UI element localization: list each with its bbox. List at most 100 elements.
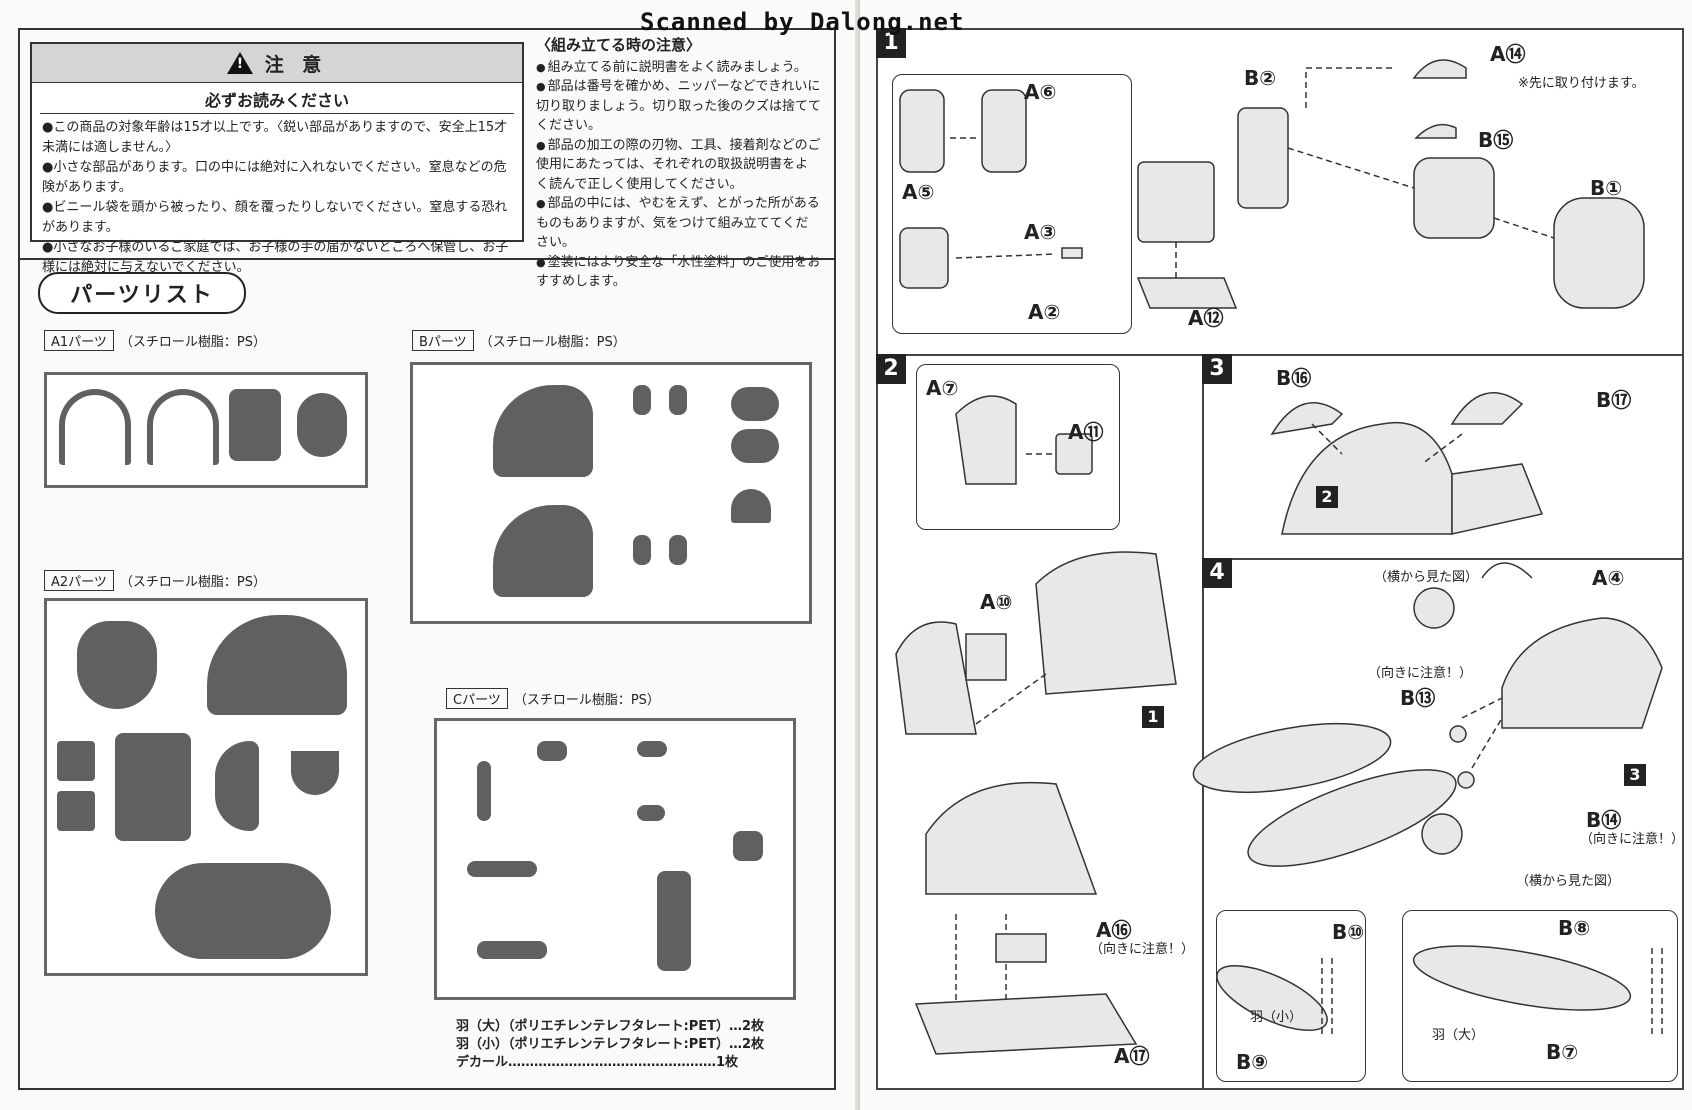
sprue-part xyxy=(633,385,651,415)
a2-parts-label: A2パーツ（スチロール樹脂：PS） xyxy=(44,570,266,591)
step-4-label-b9: B⑨ xyxy=(1236,1050,1269,1074)
step-4-label-b13: B⑬ xyxy=(1400,686,1436,710)
assembly-notes: 〈組み立てる時の注意〉 組み立てる前に説明書をよく読みましょう。 部品は番号を確… xyxy=(536,36,821,292)
step-4-label-b7: B⑦ xyxy=(1546,1040,1579,1064)
step-1-label-a6: A⑥ xyxy=(1024,80,1057,104)
step-3-ref-step: 2 xyxy=(1316,486,1338,508)
step-4-side-view-bottom: （横から見た図） xyxy=(1516,874,1621,889)
pet-parts-list: 羽（大）（ポリエチレンテレフタレート:PET）…2枚 羽（小）（ポリエチレンテレ… xyxy=(456,1018,764,1072)
c-material: （スチロール樹脂：PS） xyxy=(513,693,660,708)
a1-material: （スチロール樹脂：PS） xyxy=(119,335,266,350)
step-4-orient-top: （向きに注意！） xyxy=(1368,666,1473,681)
step-2-label-a11: A⑪ xyxy=(1068,420,1104,444)
a1-parts-label: A1パーツ（スチロール樹脂：PS） xyxy=(44,330,266,351)
step-1-number: 1 xyxy=(876,28,906,58)
assembly-note: 部品の中には、やむをえず、とがった所があるものもありますが、気をつけて組み立てて… xyxy=(536,194,821,253)
step-1-label-a12: A⑫ xyxy=(1188,306,1224,330)
sprue-part xyxy=(637,805,665,821)
assembly-notes-title: 〈組み立てる時の注意〉 xyxy=(536,36,702,54)
step-3-label-b17: B⑰ xyxy=(1596,388,1632,412)
c-parts-label: Cパーツ （スチロール樹脂：PS） xyxy=(446,688,660,709)
assembly-note: 塗装にはより安全な「水性塗料」のご使用をおすすめします。 xyxy=(536,253,821,292)
b-sprue xyxy=(410,362,812,624)
sprue-part xyxy=(493,385,593,477)
step-1-note: ※先に取り付けます。 xyxy=(1518,76,1645,91)
caution-header: 注 意 xyxy=(32,44,522,83)
sprue-part xyxy=(57,791,95,831)
sprue-part xyxy=(537,741,567,761)
step-1-label-a2: A② xyxy=(1028,300,1061,324)
sprue-part xyxy=(229,389,281,461)
assembly-note: 部品は番号を確かめ、ニッパーなどできれいに切り取りましょう。切り取った後のクズは… xyxy=(536,77,821,136)
caution-subheading: 必ずお読みください xyxy=(40,83,514,114)
step-4-label-b10: B⑩ xyxy=(1332,920,1365,944)
sprue-part xyxy=(115,733,191,841)
assembly-note: 部品の加工の際の刃物、工具、接着剤などのご使用にあたっては、それぞれの取扱説明書… xyxy=(536,136,821,195)
b-tag: Bパーツ xyxy=(412,330,474,351)
sprue-part xyxy=(633,535,651,565)
step-2-label-a16: A⑯ xyxy=(1096,918,1132,942)
step-2-label-a7: A⑦ xyxy=(926,376,959,400)
caution-heading: 注 意 xyxy=(264,53,328,76)
a2-tag: A2パーツ xyxy=(44,570,114,591)
sprue-part xyxy=(155,863,331,959)
pet-line: 羽（小）（ポリエチレンテレフタレート:PET）…2枚 xyxy=(456,1037,765,1052)
pet-line: デカール…………………………………………1枚 xyxy=(456,1055,739,1070)
step-1-label-a5: A⑤ xyxy=(902,180,935,204)
sprue-part xyxy=(291,751,339,795)
caution-item: ●小さなお子様のいるご家庭では、お子様の手の届かないところへ保管し、お子様には絶… xyxy=(42,240,509,275)
step-2-label-a10: A⑩ xyxy=(980,590,1013,614)
step-2-detail-box xyxy=(916,364,1120,530)
caution-item: ●ビニール袋を頭から被ったり、顔を覆ったりしないでください。窒息する恐れがありま… xyxy=(42,200,508,235)
sprue-part xyxy=(637,741,667,757)
step-1-label-b2: B② xyxy=(1244,66,1277,90)
b-parts-label: Bパーツ （スチロール樹脂：PS） xyxy=(412,330,626,351)
sprue-part xyxy=(477,941,547,959)
parts-frame xyxy=(18,258,836,1090)
warning-icon xyxy=(226,52,253,74)
step-3-label-b16: B⑯ xyxy=(1276,366,1312,390)
caution-box: 注 意 必ずお読みください ●この商品の対象年齢は15才以上です。〈鋭い部品があ… xyxy=(30,42,524,275)
step-4-number: 4 xyxy=(1202,558,1232,588)
sprue-part xyxy=(731,387,779,421)
caution-item: ●小さな部品があります。口の中には絶対に入れないでください。窒息などの危険があり… xyxy=(42,160,507,195)
sprue-part xyxy=(669,385,687,415)
step-1-label-b1: B① xyxy=(1590,176,1623,200)
sprue-part xyxy=(77,621,157,709)
step-4-side-view-top: （横から見た図） xyxy=(1374,570,1479,585)
sprue-part xyxy=(669,535,687,565)
a2-sprue xyxy=(44,598,368,976)
step-1-label-a14: A⑭ xyxy=(1490,42,1526,66)
step-1-illustration xyxy=(899,59,1645,309)
caution-item: ●この商品の対象年齢は15才以上です。〈鋭い部品がありますので、安全上15才未満… xyxy=(42,120,508,155)
step-2-ref-step: 1 xyxy=(1142,706,1164,728)
step-4-wing-large: 羽（大） xyxy=(1432,1028,1485,1043)
step-4-ref-step: 3 xyxy=(1624,764,1646,786)
step-4-label-b14: B⑭ xyxy=(1586,808,1622,832)
sprue-part xyxy=(297,393,347,457)
sprue-part xyxy=(733,831,763,861)
step-3-number: 3 xyxy=(1202,354,1232,384)
step-3-illustration xyxy=(1270,392,1544,535)
sprue-part xyxy=(207,615,347,715)
sprue-part xyxy=(731,489,771,523)
sprue-part xyxy=(215,741,259,831)
caution-list: ●この商品の対象年齢は15才以上です。〈鋭い部品がありますので、安全上15才未満… xyxy=(42,118,512,278)
step-1-label-a3: A③ xyxy=(1024,220,1057,244)
a1-sprue xyxy=(44,372,368,488)
sprue-part xyxy=(57,741,95,781)
sprue-part xyxy=(731,429,779,463)
sprue-part xyxy=(493,505,593,597)
c-tag: Cパーツ xyxy=(446,688,508,709)
sprue-part xyxy=(477,761,491,821)
step-2-note: （向きに注意！） xyxy=(1090,942,1195,957)
step-4-wing-small: 羽（小） xyxy=(1250,1010,1303,1025)
sprue-part xyxy=(467,861,537,877)
sprue-part xyxy=(147,389,219,465)
assembly-note: 組み立てる前に説明書をよく読みましょう。 xyxy=(536,58,821,78)
parts-list-title: パーツリスト xyxy=(38,272,246,314)
step-4-illustration xyxy=(1192,562,1663,1038)
step-2-label-a17: A⑰ xyxy=(1114,1044,1150,1068)
b-material: （スチロール樹脂：PS） xyxy=(479,335,626,350)
step-4-label-b8: B⑧ xyxy=(1558,916,1591,940)
